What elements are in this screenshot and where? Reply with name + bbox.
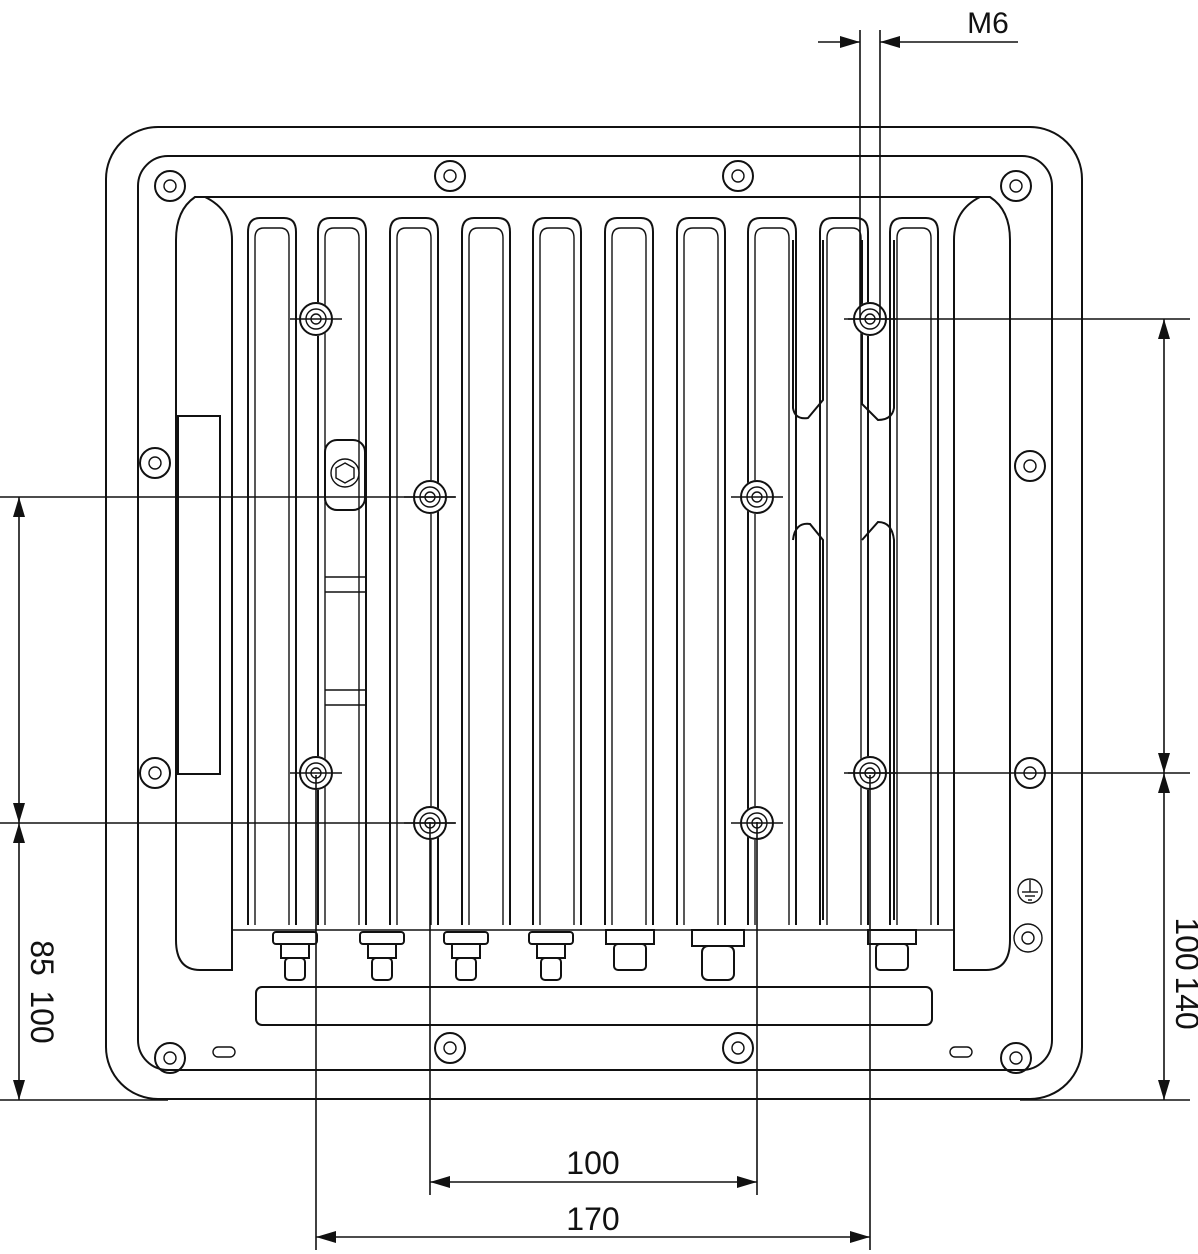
fin bbox=[389, 217, 439, 925]
connector-body bbox=[455, 957, 477, 981]
arrowhead bbox=[1158, 1080, 1170, 1100]
connector-body bbox=[701, 945, 735, 981]
fin-inner bbox=[683, 227, 719, 925]
fin-inner bbox=[324, 227, 360, 925]
screw-center bbox=[1023, 459, 1037, 473]
dimension-right-upper: 140 bbox=[1169, 976, 1198, 1029]
screw-center bbox=[163, 179, 177, 193]
ground-stud bbox=[1013, 923, 1043, 953]
fin bbox=[747, 217, 797, 925]
dimension-left-upper: 100 bbox=[24, 990, 60, 1043]
arrowhead bbox=[1158, 753, 1170, 773]
screw-center bbox=[443, 1041, 457, 1055]
cable-bar bbox=[255, 986, 933, 1026]
connector-nut bbox=[536, 943, 566, 959]
connector-nut bbox=[280, 943, 310, 959]
arrowhead bbox=[1158, 319, 1170, 339]
mounting-holes bbox=[290, 302, 896, 840]
fin-inner bbox=[896, 227, 932, 925]
screw bbox=[1000, 170, 1032, 202]
oval-slot-right bbox=[949, 1046, 973, 1058]
oval-slot-left bbox=[212, 1046, 236, 1058]
fin bbox=[604, 217, 654, 925]
connector-body bbox=[875, 943, 909, 971]
screw bbox=[722, 160, 754, 192]
enclosure-outline bbox=[105, 126, 1083, 1100]
dimension-arrows bbox=[13, 36, 1170, 1243]
screw bbox=[154, 1042, 186, 1074]
connector-flange bbox=[443, 931, 489, 945]
fin bbox=[889, 217, 939, 925]
connector-flange bbox=[272, 931, 318, 945]
screw-center bbox=[443, 169, 457, 183]
screw-center bbox=[148, 766, 162, 780]
dimension-right-lower: 100 bbox=[1169, 917, 1198, 970]
dimension-left-lower: 85 bbox=[24, 940, 60, 976]
slot-cutouts bbox=[792, 240, 895, 920]
fin bbox=[247, 217, 297, 925]
screw bbox=[434, 1032, 466, 1064]
screw bbox=[434, 160, 466, 192]
fin bbox=[532, 217, 582, 925]
connector-body bbox=[284, 957, 306, 981]
arrowhead bbox=[13, 823, 25, 843]
ground-symbol-icon bbox=[1017, 878, 1043, 904]
screw-center bbox=[1009, 179, 1023, 193]
connector-flange bbox=[691, 929, 745, 947]
connector-nut bbox=[451, 943, 481, 959]
connector-body bbox=[540, 957, 562, 981]
arrowhead bbox=[316, 1231, 336, 1243]
arrowhead bbox=[13, 803, 25, 823]
fin-inner bbox=[826, 227, 862, 925]
screw-center bbox=[163, 1051, 177, 1065]
arrowhead bbox=[430, 1176, 450, 1188]
screw bbox=[1014, 450, 1046, 482]
perimeter-screws bbox=[139, 160, 1046, 1074]
screw-center bbox=[731, 169, 745, 183]
label-plate bbox=[177, 415, 221, 775]
dimension-bottom-outer: 170 bbox=[566, 1201, 619, 1237]
arrowhead bbox=[13, 497, 25, 517]
screw-center bbox=[731, 1041, 745, 1055]
arrowhead bbox=[840, 36, 860, 48]
screw-center bbox=[1009, 1051, 1023, 1065]
connector-flange bbox=[359, 931, 405, 945]
screw bbox=[154, 170, 186, 202]
heatsink-fins bbox=[247, 217, 939, 925]
fin-inner bbox=[611, 227, 647, 925]
screw bbox=[139, 757, 171, 789]
fin-inner bbox=[754, 227, 790, 925]
fin bbox=[461, 217, 511, 925]
screw bbox=[139, 447, 171, 479]
arrowhead bbox=[737, 1176, 757, 1188]
screw bbox=[722, 1032, 754, 1064]
connectors bbox=[272, 929, 917, 981]
fin-inner bbox=[468, 227, 504, 925]
fin bbox=[317, 217, 367, 925]
screw bbox=[1000, 1042, 1032, 1074]
fin-inner bbox=[539, 227, 575, 925]
left-strut bbox=[324, 439, 366, 706]
arrowhead bbox=[1158, 773, 1170, 793]
screw-center bbox=[148, 456, 162, 470]
connector-body bbox=[371, 957, 393, 981]
connector-flange bbox=[528, 931, 574, 945]
arrowhead bbox=[850, 1231, 870, 1243]
connector-flange bbox=[605, 929, 655, 945]
dimension-bottom-inner: 100 bbox=[566, 1145, 619, 1181]
arrowhead bbox=[880, 36, 900, 48]
connector-flange bbox=[867, 929, 917, 945]
connector-nut bbox=[367, 943, 397, 959]
fin bbox=[819, 217, 869, 925]
fin bbox=[676, 217, 726, 925]
thread-callout-label: M6 bbox=[967, 7, 1009, 40]
connector-body bbox=[613, 943, 647, 971]
fin-inner bbox=[396, 227, 432, 925]
dimension-lines bbox=[0, 30, 1190, 1250]
fin-inner bbox=[254, 227, 290, 925]
arrowhead bbox=[13, 1080, 25, 1100]
